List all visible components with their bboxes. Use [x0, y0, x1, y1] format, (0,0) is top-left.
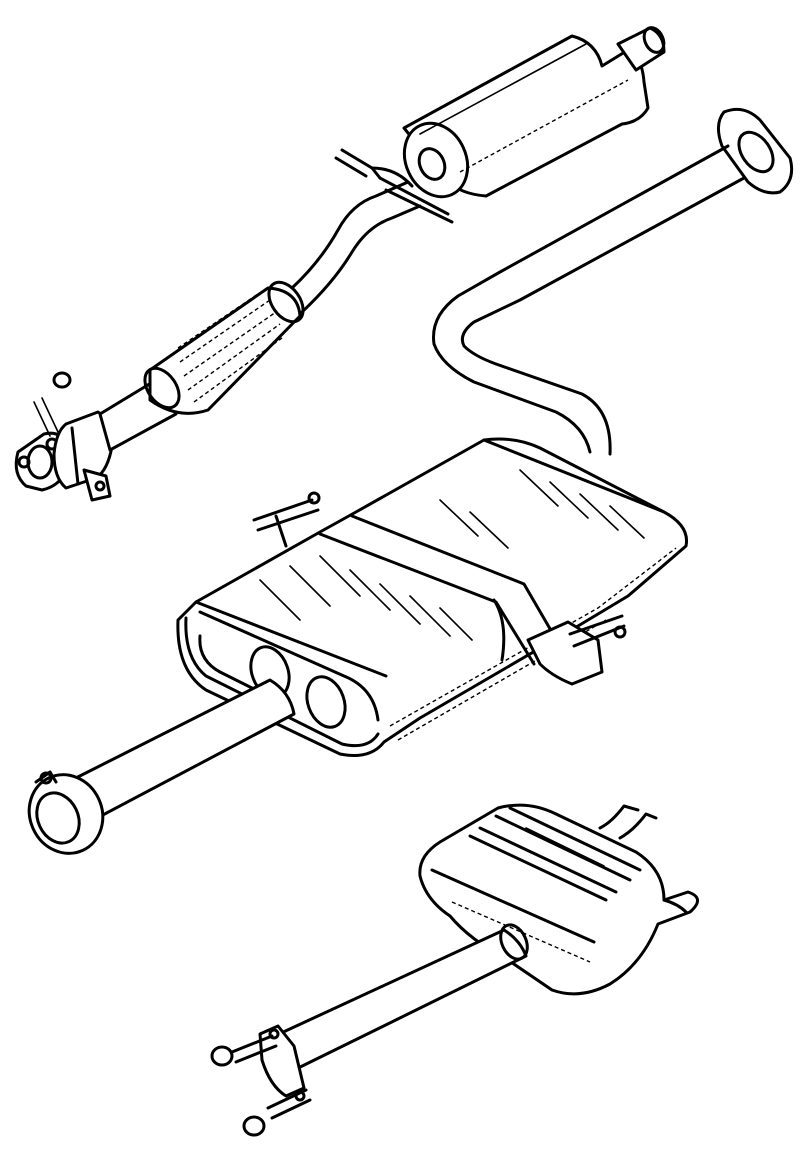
front-pipe-assembly [14, 180, 422, 502]
intermediate-pipe [432, 107, 794, 456]
centre-silencer [27, 437, 689, 855]
centre-silencer-front-hanger [526, 614, 627, 686]
front-silencer [334, 26, 666, 224]
tail-pipe [210, 923, 529, 1137]
centre-silencer-rear-hanger [252, 491, 321, 548]
intermediate-pipe-flange [717, 107, 794, 195]
front-flange-nut [33, 371, 72, 437]
tail-pipe-nut-upper [210, 1045, 234, 1067]
flex-section [143, 280, 305, 415]
tail-pipe-nut-lower [242, 1115, 266, 1137]
centre-silencer-inlet-flange [27, 770, 105, 855]
tail-pipe-flange [230, 1024, 312, 1120]
